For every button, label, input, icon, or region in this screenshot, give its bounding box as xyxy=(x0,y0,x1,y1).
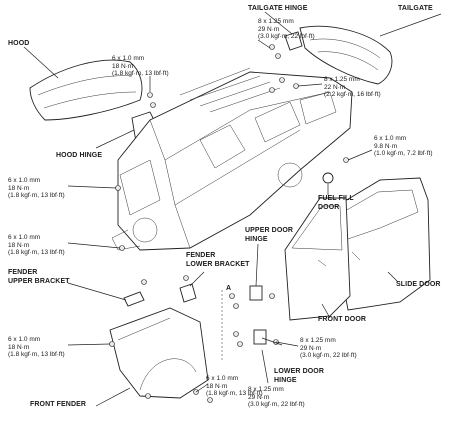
fender-bolts-drawing xyxy=(109,341,213,403)
fender-lower-bracket-drawing xyxy=(179,275,197,303)
spec-size: 8 x 1.25 mm xyxy=(300,337,336,344)
tailgate-bolt-leader xyxy=(297,83,323,87)
spec-size: 6 x 1.0 mm xyxy=(206,375,239,382)
lower-hinge-bolt-leader xyxy=(261,349,269,384)
spec-torque-alt: (1.8 kgf·m, 13 lbf·ft) xyxy=(8,351,65,359)
spec-size: 8 x 1.25 mm xyxy=(324,76,360,83)
body-bolt-leader-lower xyxy=(67,242,121,249)
fuel-fill-door-label-line1: FUEL FILL xyxy=(318,195,354,202)
front-fender-leader xyxy=(95,387,131,407)
slide-door-leader xyxy=(387,271,399,283)
hood-leader xyxy=(23,46,59,79)
marker-a-label: A xyxy=(226,285,232,292)
lower-hinge-leader xyxy=(261,337,283,346)
fender-upper-bracket-drawing xyxy=(123,279,147,307)
spec-size: 6 x 1.0 mm xyxy=(374,135,407,142)
spec-torque-alt: (1.8 kgf·m, 13 lbf·ft) xyxy=(8,192,65,200)
upper-door-hinge-label: UPPER DOOR HINGE xyxy=(245,226,293,244)
fuel-fill-door-label-line2: DOOR xyxy=(318,204,340,211)
spec-torque: 29 N·m xyxy=(248,393,270,401)
spec-torque: 18 N·m xyxy=(8,241,30,249)
fender-bolt-leader-left xyxy=(67,343,111,346)
fender-lower-bracket-label: FENDER LOWER BRACKET xyxy=(186,251,250,269)
fender-upper-bracket-leader xyxy=(67,282,127,301)
lower-door-hinge-label-line1: LOWER DOOR xyxy=(274,368,324,375)
fender-upper-bracket-label: FENDER UPPER BRACKET xyxy=(8,268,70,286)
van-body-drawing xyxy=(111,67,353,251)
spec-torque: 9.8 N·m xyxy=(374,142,398,150)
body-bolts-left-drawing xyxy=(115,185,125,251)
spec-size: 6 x 1.0 mm xyxy=(8,336,41,343)
fuel-fill-door-label: FUEL FILL DOOR xyxy=(318,194,354,212)
hood-drawing xyxy=(29,59,143,121)
spec-torque-alt: (3.0 kgf·m, 22 lbf·ft) xyxy=(248,401,305,409)
fender-lower-bolt-spec: 6 x 1.0 mm 18 N·m (1.8 kgf·m, 13 lbf·ft) xyxy=(8,336,65,359)
hood-hinge-bolt-spec: 6 x 1.0 mm 18 N·m (1.8 kgf·m, 13 lbf·ft) xyxy=(112,55,169,78)
spec-torque: 29 N·m xyxy=(258,25,280,33)
spec-torque: 18 N·m xyxy=(112,62,134,70)
tailgate-drawing xyxy=(299,25,393,85)
tailgate-hinge-label: TAILGATE HINGE xyxy=(248,5,308,12)
body-bolt-left-spec: 6 x 1.0 mm 18 N·m (1.8 kgf·m, 13 lbf·ft) xyxy=(8,177,65,200)
spec-torque: 29 N·m xyxy=(300,344,322,352)
tailgate-hinge-bolt-spec: 8 x 1.25 mm 29 N·m (3.0 kgf·m, 22 lbf·ft… xyxy=(258,18,315,41)
fender-bottom-bolt-spec: 6 x 1.0 mm 18 N·m (1.8 kgf·m, 13 lbf·ft) xyxy=(206,375,263,398)
spec-torque: 18 N·m xyxy=(8,343,30,351)
lower-hinge-bolt-spec: 8 x 1.25 mm 29 N·m (3.0 kgf·m, 22 lbf·ft… xyxy=(248,386,305,409)
spec-size: 8 x 1.25 mm xyxy=(258,18,294,25)
spec-size: 6 x 1.0 mm xyxy=(8,234,41,241)
fender-lower-bracket-leader xyxy=(189,271,205,287)
spec-torque-alt: (1.8 kgf·m, 13 lbf·ft) xyxy=(8,249,65,257)
spec-torque-alt: (2.2 kgf·m, 16 lbf·ft) xyxy=(324,91,381,99)
front-door-leader xyxy=(321,303,331,319)
spec-torque-alt: (3.0 kgf·m, 22 lbf·ft) xyxy=(258,33,315,41)
fender-bracket-bolt-spec: 6 x 1.0 mm 18 N·m (1.8 kgf·m, 13 lbf·ft) xyxy=(8,234,65,257)
fuel-door-bolt-leader xyxy=(347,149,373,161)
upper-hinge-leader xyxy=(255,243,259,287)
lower-door-hinge-label-line2: HINGE xyxy=(274,377,297,384)
front-door-label: FRONT DOOR xyxy=(318,316,367,323)
spec-torque: 18 N·m xyxy=(206,382,228,390)
door-hinge-bolt-spec: 8 x 1.25 mm 29 N·m (3.0 kgf·m, 22 lbf·ft… xyxy=(300,337,357,360)
hood-label: HOOD xyxy=(8,40,30,47)
front-fender-label: FRONT FENDER xyxy=(30,401,87,408)
upper-door-hinge-label-line1: UPPER DOOR xyxy=(245,227,294,234)
tailgate-hinge-drawing xyxy=(269,31,303,59)
hood-hinge-label: HOOD HINGE xyxy=(56,152,103,159)
upper-door-hinge-label-line2: HINGE xyxy=(245,236,268,243)
spec-size: 6 x 1.0 mm xyxy=(8,177,41,184)
fuel-fill-door-drawing xyxy=(322,157,349,184)
door-hinge-bolt-leader xyxy=(275,341,299,347)
fender-bolt-leader-bottom xyxy=(195,383,209,393)
front-door-drawing xyxy=(284,197,351,321)
spec-torque: 22 N·m xyxy=(324,83,346,91)
tailgate-bolt-spec: 8 x 1.25 mm 22 N·m (2.2 kgf·m, 16 lbf·ft… xyxy=(324,76,381,99)
fender-lower-bracket-label-line1: FENDER xyxy=(186,252,216,259)
spec-torque-alt: (3.0 kgf·m, 22 lbf·ft) xyxy=(300,352,357,360)
fender-lower-bracket-label-line2: LOWER BRACKET xyxy=(186,261,250,268)
slide-door-label: SLIDE DOOR xyxy=(396,281,441,288)
spec-torque: 18 N·m xyxy=(8,184,30,192)
fuel-door-bolt-spec: 6 x 1.0 mm 9.8 N·m (1.0 kgf·m, 7.2 lbf·f… xyxy=(374,135,433,158)
spec-size: 8 x 1.25 mm xyxy=(248,386,284,393)
spec-torque-alt: (1.8 kgf·m, 13 lbf·ft) xyxy=(206,390,263,398)
tailgate-hinge-bolt-leader xyxy=(257,39,271,49)
tailgate-label: TAILGATE xyxy=(398,5,433,12)
tailgate-hinge-leader xyxy=(264,11,293,35)
door-hinges-drawing xyxy=(221,285,279,362)
front-fender-drawing xyxy=(109,307,209,399)
lower-door-hinge-label: LOWER DOOR HINGE xyxy=(274,367,324,385)
tailgate-leader xyxy=(379,13,442,37)
spec-size: 6 x 1.0 mm xyxy=(112,55,145,62)
body-bolt-leader-upper xyxy=(67,185,117,189)
fender-upper-bracket-label-line1: FENDER xyxy=(8,269,38,276)
fender-upper-bracket-label-line2: UPPER BRACKET xyxy=(8,278,70,285)
spec-torque-alt: (1.0 kgf·m, 7.2 lbf·ft) xyxy=(374,150,433,158)
hood-hinge-leader xyxy=(95,129,135,149)
spec-torque-alt: (1.8 kgf·m, 13 lbf·ft) xyxy=(112,70,169,78)
